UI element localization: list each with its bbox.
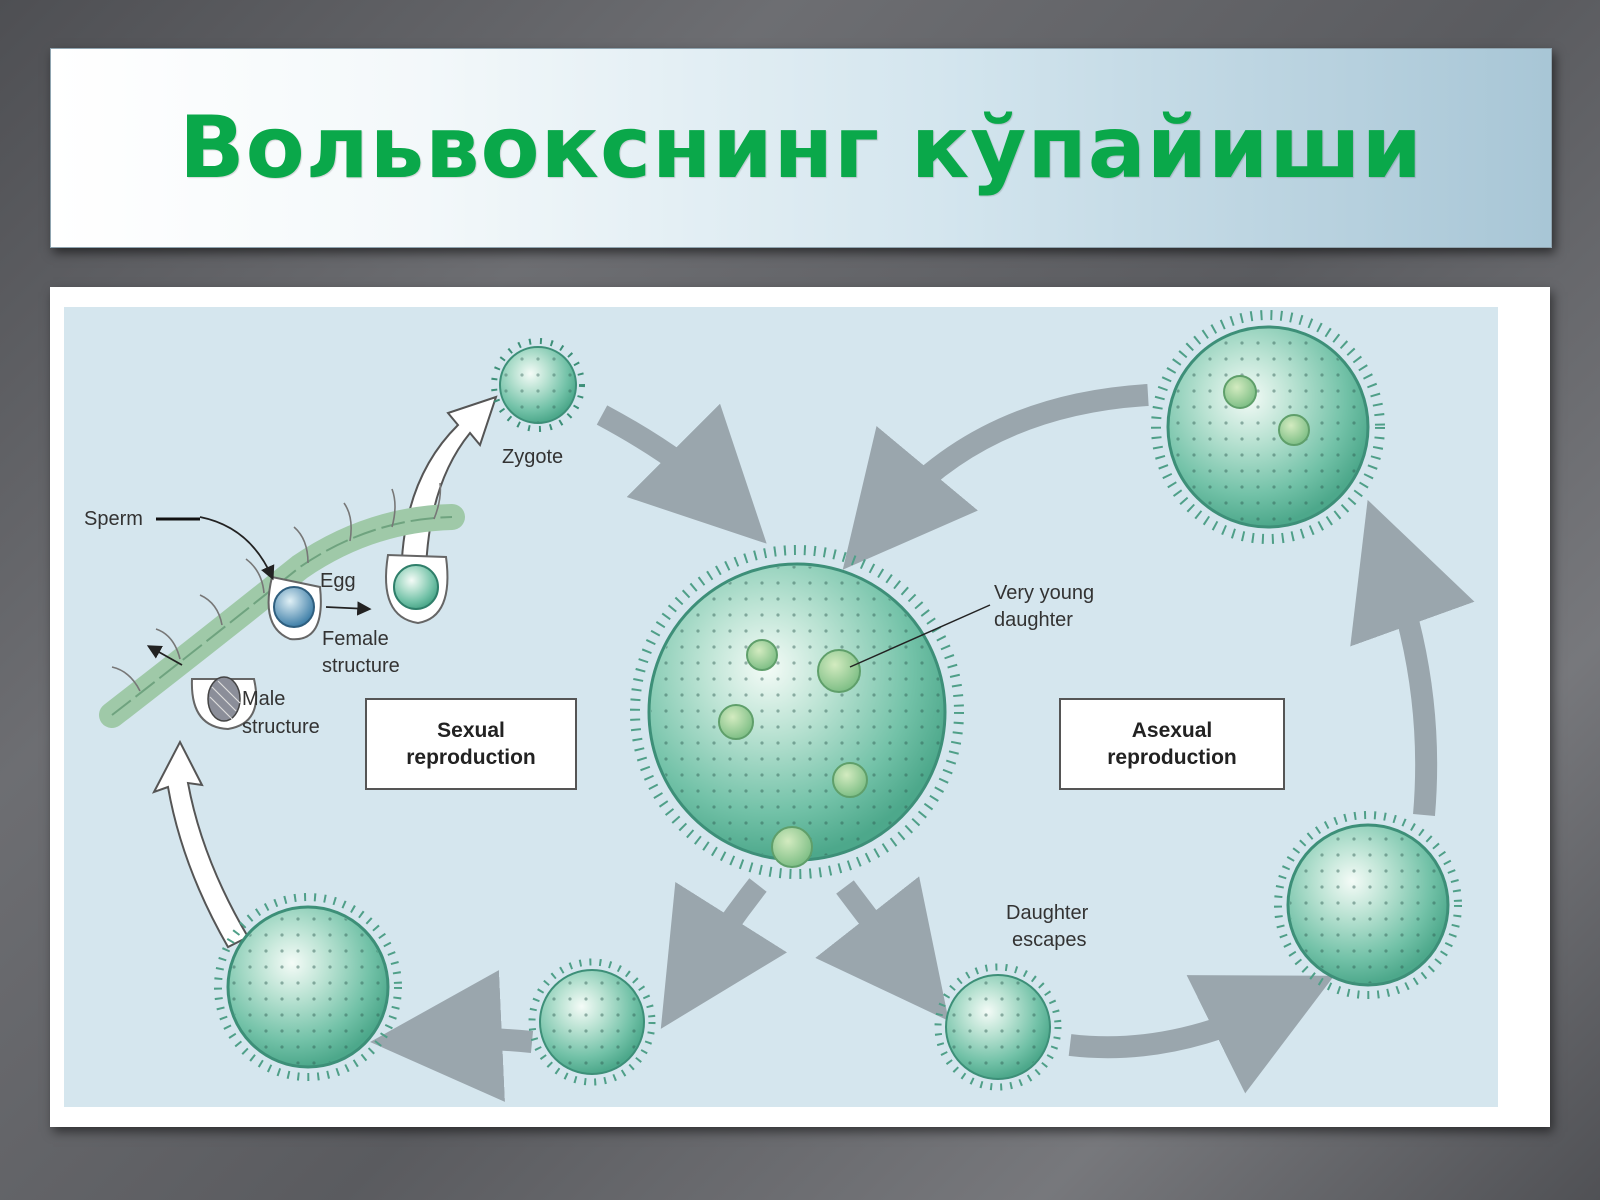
mature-colony: [1151, 310, 1385, 544]
asexual-box-line2: reproduction: [1107, 746, 1237, 769]
very-young-daughter-label-1: Very young: [994, 582, 1094, 604]
sperm-label: Sperm: [84, 508, 143, 530]
sexual-box-line1: Sexual: [437, 719, 505, 742]
young-daughter: [718, 704, 754, 740]
young-daughter: [832, 762, 868, 798]
female-structure-label-2: structure: [322, 655, 400, 677]
asexual-reproduction-box: Asexual reproduction: [1059, 698, 1285, 790]
zygote-colony: [491, 338, 585, 432]
young-daughter: [771, 826, 813, 868]
cycle-arrows: [370, 384, 1475, 1102]
very-young-daughter-label-2: daughter: [994, 609, 1073, 631]
volvox-reproduction-diagram: Zygote Sperm Egg Female structure Male s…: [64, 307, 1498, 1107]
arrow-daughter-to-right-colony: [1068, 975, 1335, 1094]
daughter-escapes-label-2: escapes: [1012, 929, 1087, 951]
sexual-reproduction-box: Sexual reproduction: [365, 698, 577, 790]
arrow-mature-to-parent: [842, 384, 1149, 570]
young-daughter: [746, 639, 778, 671]
white-arrow-colony-to-filament: [151, 739, 250, 949]
arrow-zygote-to-parent: [596, 403, 767, 544]
figure-frame: Zygote Sperm Egg Female structure Male s…: [50, 287, 1550, 1127]
egg-cell: [273, 586, 315, 628]
small-colony: [528, 958, 656, 1086]
arrow-right-up: [1350, 499, 1475, 816]
arrow-small-to-left-colony: [370, 970, 534, 1102]
male-structure-label-2: structure: [242, 716, 320, 738]
zygote-label: Zygote: [502, 446, 563, 468]
right-colony: [1274, 811, 1462, 999]
male-structure-label-1: Male: [242, 688, 285, 710]
arrow-parent-to-small-left: [660, 878, 788, 1029]
parent-colony: [630, 545, 964, 879]
egg-label: Egg: [320, 570, 356, 592]
arrow-parent-to-daughter: [815, 876, 949, 1021]
female-structure-label-1: Female: [322, 628, 389, 650]
sexual-box-line2: reproduction: [406, 746, 536, 769]
daughter-escapes-label-1: Daughter: [1006, 902, 1089, 924]
cell-filament: [99, 482, 465, 731]
young-daughter: [817, 649, 861, 693]
white-arrows: [151, 395, 498, 949]
left-colony: [214, 893, 402, 1081]
escaping-daughter-colony: [934, 963, 1062, 1091]
asexual-box-line1: Asexual: [1132, 719, 1213, 742]
slide-title: Вольвокснинг кўпайиши: [179, 98, 1423, 198]
title-bar: Вольвокснинг кўпайиши: [50, 48, 1552, 248]
